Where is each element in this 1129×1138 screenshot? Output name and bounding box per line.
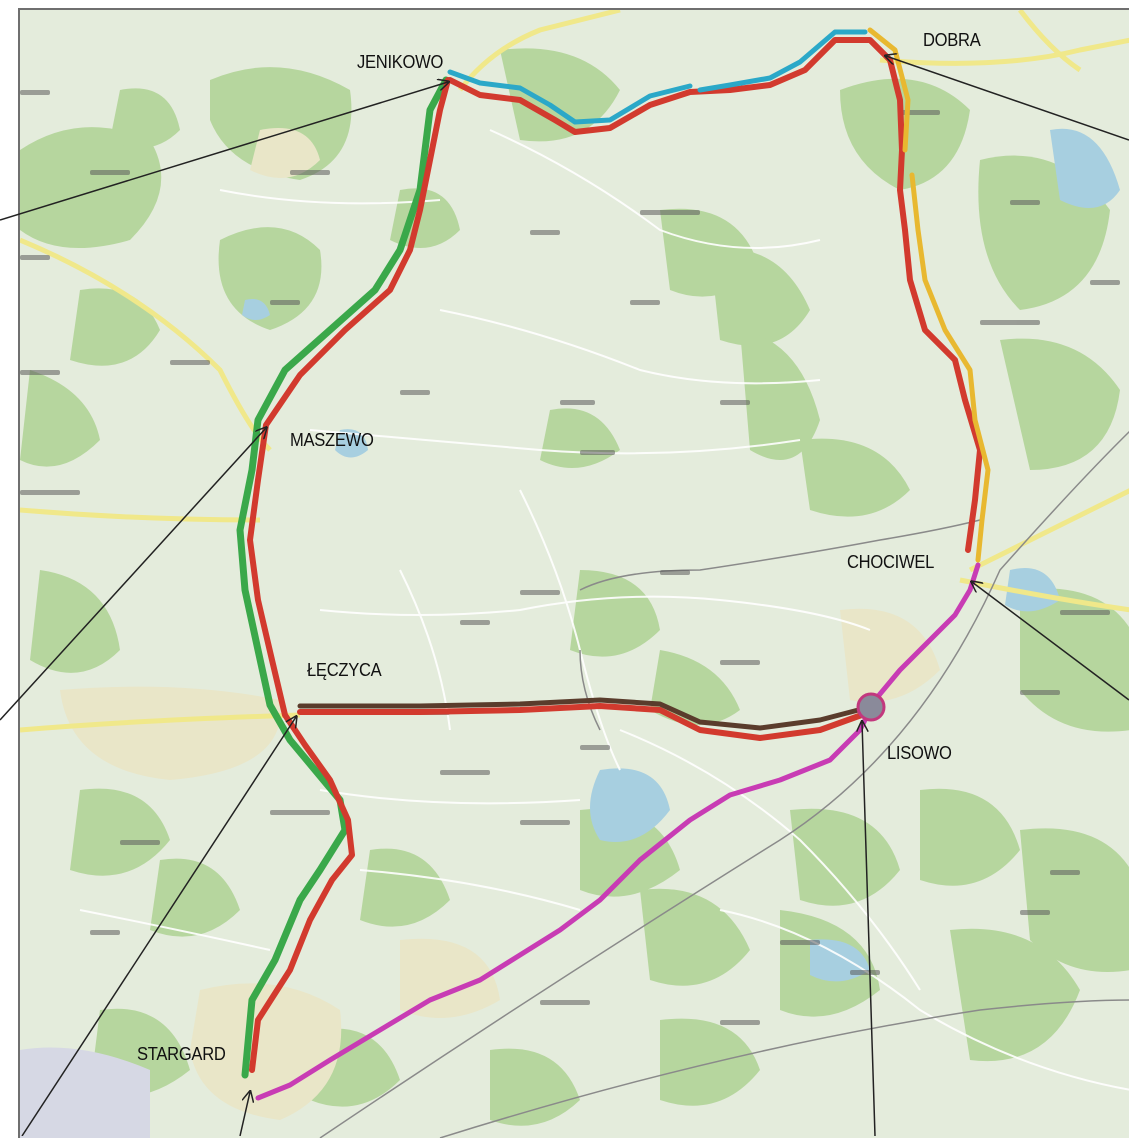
label-dobra: DOBRA — [923, 30, 981, 50]
label-jenikowo: JENIKOWO — [357, 52, 444, 72]
map-frame: JENIKOWO DOBRA MASZEWO CHOCIWEL ŁĘCZYCA … — [18, 8, 1129, 1138]
label-stargard: STARGARD — [137, 1044, 226, 1064]
label-chociwel: CHOCIWEL — [847, 552, 935, 572]
label-maszewo: MASZEWO — [290, 430, 374, 450]
label-lisowo: LISOWO — [887, 743, 952, 763]
map-background — [20, 10, 1129, 1138]
label-leczyca: ŁĘCZYCA — [307, 660, 382, 680]
